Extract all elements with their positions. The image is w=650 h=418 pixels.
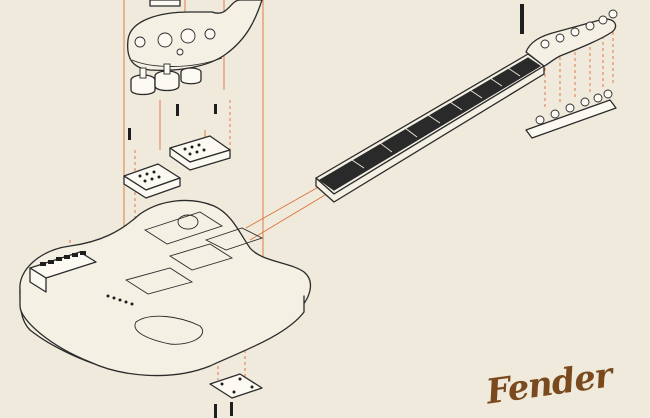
tuner-posts [540, 9, 618, 49]
knob [154, 63, 180, 92]
neck-screws [214, 402, 233, 418]
screws [128, 104, 217, 140]
guitar-body [19, 199, 312, 377]
knob [180, 67, 202, 85]
neck-plate [209, 373, 263, 399]
bridge [29, 251, 97, 293]
knob-row [130, 63, 202, 96]
pickup-neck [169, 135, 231, 171]
knob [130, 67, 156, 96]
tuner-machines [525, 89, 617, 139]
headstock [520, 4, 618, 67]
guitar-neck [315, 53, 545, 203]
body-holes [106, 294, 134, 306]
control-plate [126, 0, 263, 72]
pickup-bridge [123, 163, 181, 199]
